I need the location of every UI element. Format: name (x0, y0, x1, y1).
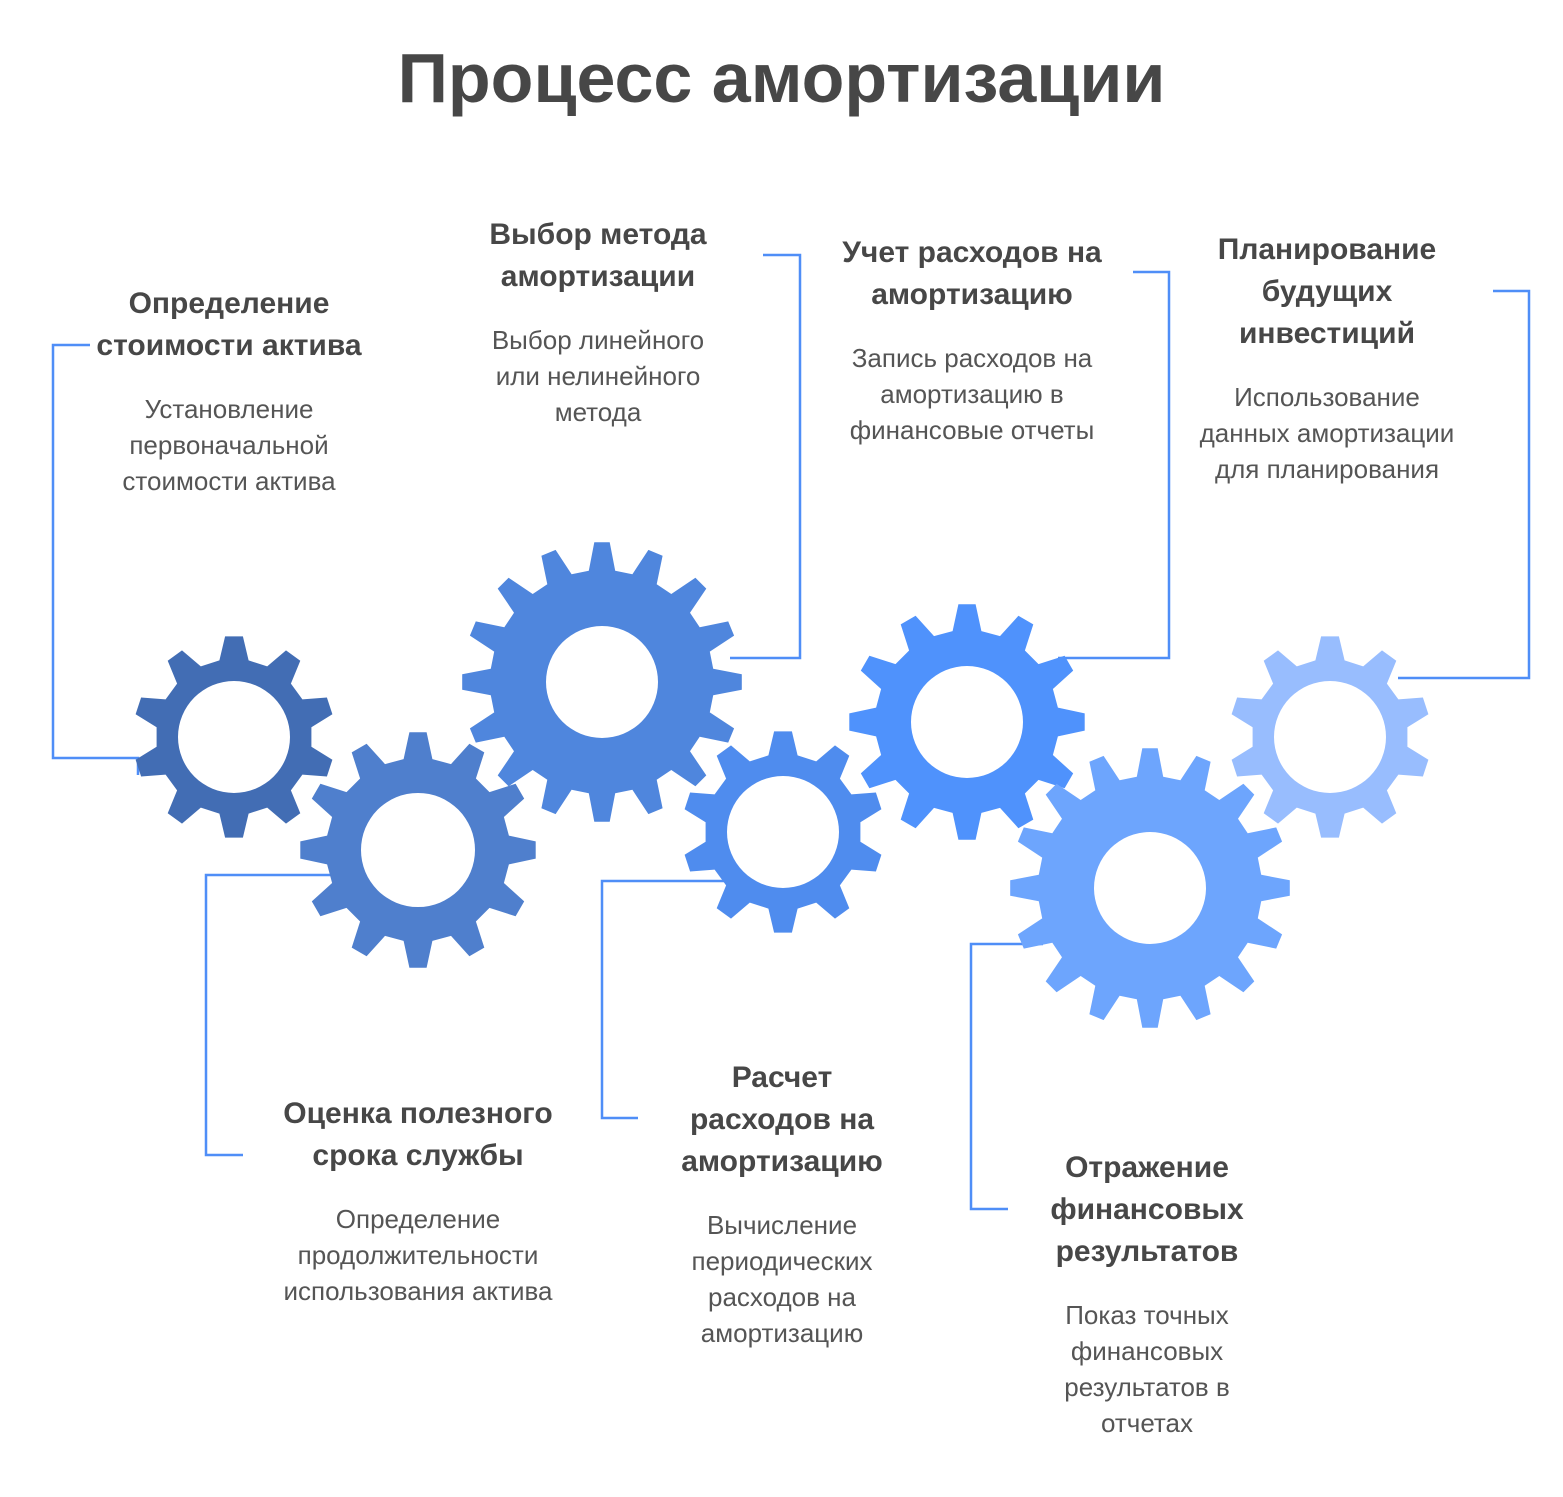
step-description: Определение продолжительности использова… (283, 1204, 553, 1306)
step-title: Планирование будущих инвестиций (1217, 233, 1437, 350)
connector-line-3 (730, 253, 802, 660)
step-title: Отражение финансовых результатов (1050, 1151, 1244, 1268)
gear-icon-4 (684, 731, 882, 933)
step-title: Расчет расходов на амортизацию (681, 1061, 883, 1178)
step-description: Вычисление периодических расходов на амо… (691, 1210, 873, 1348)
gear-icon-1 (135, 636, 333, 838)
step-4-block: Расчет расходов на амортизацию Вычислени… (632, 1057, 932, 1351)
step-title: Выбор метода амортизации (489, 218, 707, 293)
step-description: Установление первоначальной стоимости ак… (122, 394, 336, 496)
connector-line-6 (969, 942, 1043, 1211)
step-1-block: Определение стоимости актива Установлени… (79, 283, 379, 499)
connector-line-5 (1058, 270, 1171, 660)
step-6-block: Отражение финансовых результатов Показ т… (997, 1147, 1297, 1441)
gear-icon-6 (1010, 748, 1290, 1028)
page-title: Процесс амортизации (397, 39, 1166, 117)
step-title: Определение стоимости актива (96, 287, 362, 362)
step-2-block: Оценка полезного срока службы Определени… (268, 1093, 568, 1309)
step-5-block: Учет расходов на амортизацию Запись расх… (822, 232, 1122, 448)
step-title: Оценка полезного срока службы (283, 1097, 553, 1172)
step-description: Показ точных финансовых результатов в от… (1064, 1300, 1230, 1438)
step-title: Учет расходов на амортизацию (842, 236, 1102, 311)
step-description: Выбор линейного или нелинейного метода (491, 325, 705, 427)
gear-icon-5 (849, 604, 1085, 840)
connector-line-2 (204, 873, 345, 1157)
step-7-block: Планирование будущих инвестиций Использо… (1177, 229, 1477, 487)
gear-icon-2 (300, 732, 536, 968)
step-description: Использование данных амортизации для пла… (1199, 382, 1455, 484)
step-3-block: Выбор метода амортизации Выбор линейного… (462, 214, 734, 430)
gear-icon-3 (462, 542, 742, 822)
connector-line-7 (1398, 289, 1531, 680)
gear-icon-7 (1231, 636, 1429, 838)
step-description: Запись расходов на амортизацию в финансо… (849, 343, 1095, 445)
connector-line-4 (600, 879, 728, 1120)
